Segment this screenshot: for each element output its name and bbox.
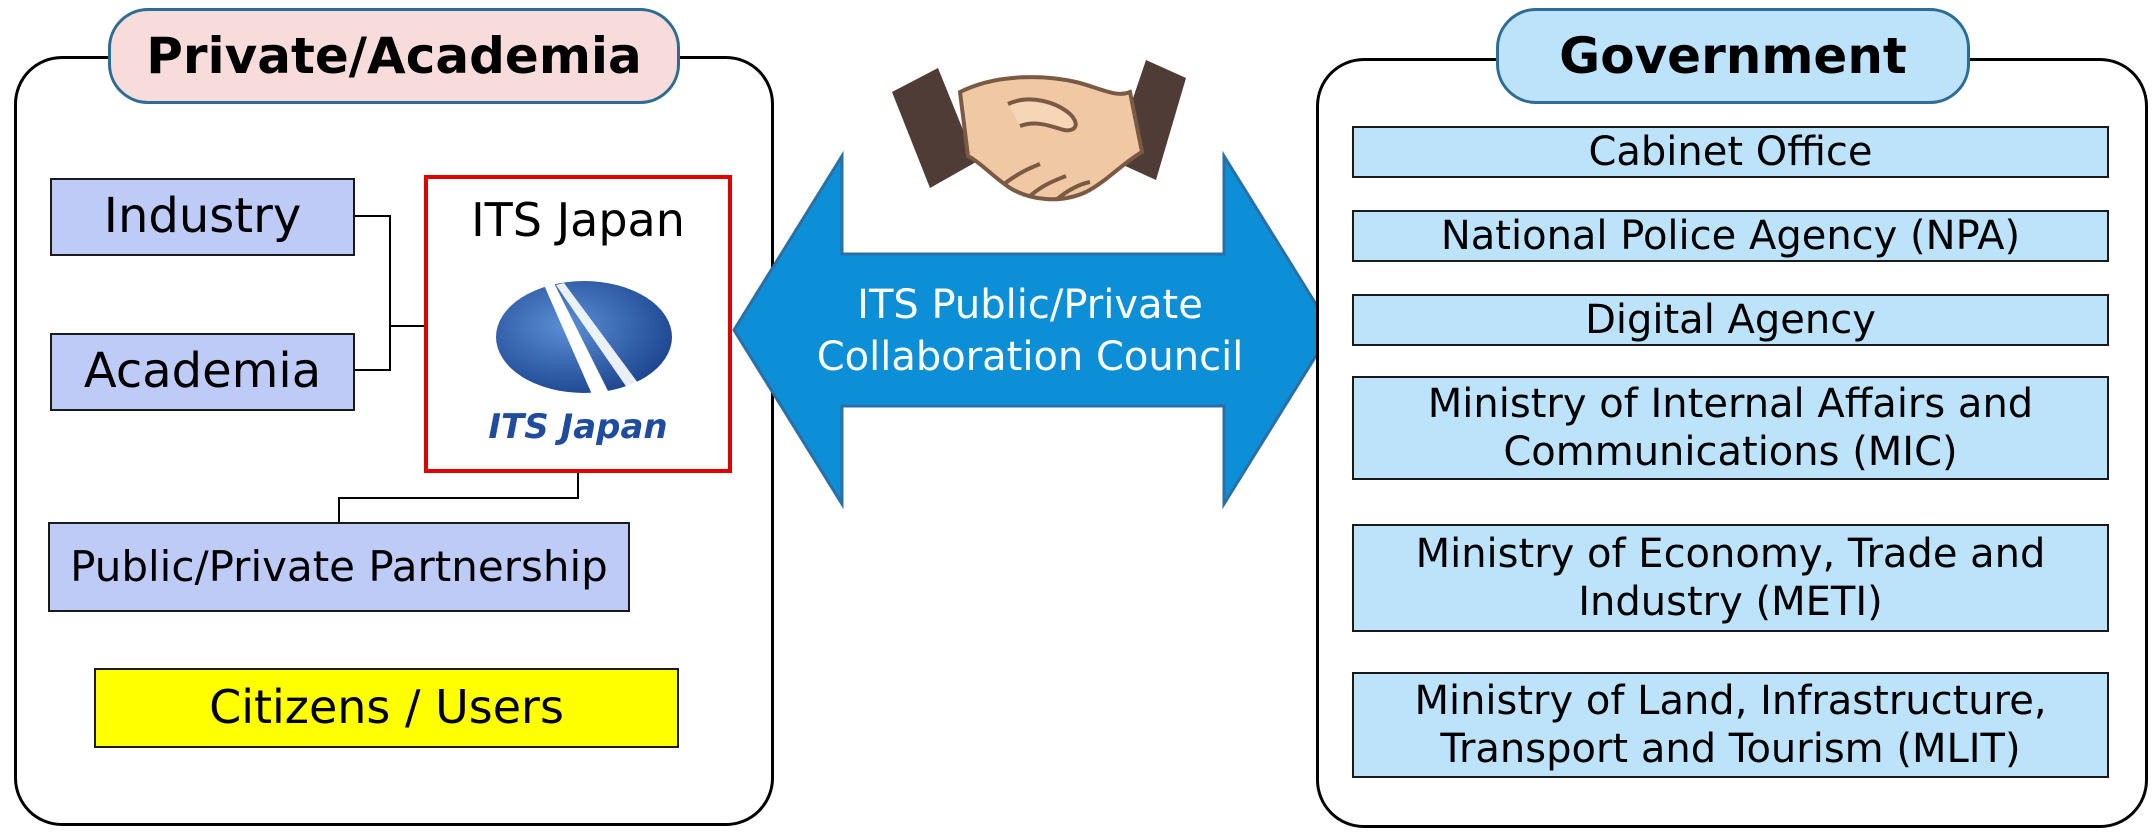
agency-label-line1: Ministry of Internal Affairs and (1427, 381, 2034, 427)
arrow-label-line1: ITS Public/Private (857, 282, 1203, 328)
agency-box-digital-agency: Digital Agency (1352, 294, 2109, 346)
agency-box-meti: Ministry of Economy, Trade and Industry … (1352, 524, 2109, 632)
partnership-connector (338, 473, 579, 522)
government-title: Government (1496, 8, 1970, 104)
arrow-label-line2: Collaboration Council (816, 334, 1244, 380)
agency-label-line1: Ministry of Land, Infrastructure, (1414, 678, 2047, 724)
industry-connector (355, 215, 424, 327)
industry-box: Industry (50, 178, 355, 256)
its-japan-label: ITS Japan (471, 193, 685, 247)
agency-box-npa: National Police Agency (NPA) (1352, 210, 2109, 262)
agency-label: Digital Agency (1585, 297, 1876, 343)
academia-connector (355, 326, 391, 371)
agency-label-line2: Industry (METI) (1578, 579, 1883, 625)
agency-box-mic: Ministry of Internal Affairs and Communi… (1352, 376, 2109, 480)
agency-label-line1: Ministry of Economy, Trade and (1415, 531, 2046, 577)
public-private-partnership-box: Public/Private Partnership (48, 522, 630, 612)
its-japan-logo-icon (496, 281, 672, 399)
collaboration-arrow (732, 150, 1334, 510)
academia-box: Academia (50, 333, 355, 411)
private-academia-title: Private/Academia (108, 8, 680, 104)
agency-label-line2: Communications (MIC) (1503, 429, 1958, 475)
agency-box-mlit: Ministry of Land, Infrastructure, Transp… (1352, 672, 2109, 778)
its-japan-logo-text: ITS Japan (488, 407, 668, 447)
its-japan-box: ITS Japan ITS Japan (424, 175, 732, 473)
agency-label: National Police Agency (NPA) (1440, 213, 2021, 259)
agency-label: Cabinet Office (1588, 129, 1873, 175)
agency-box-cabinet-office: Cabinet Office (1352, 126, 2109, 178)
handshake-icon (892, 60, 1186, 202)
citizens-users-box: Citizens / Users (94, 668, 679, 748)
agency-label-line2: Transport and Tourism (MLIT) (1440, 726, 2021, 772)
